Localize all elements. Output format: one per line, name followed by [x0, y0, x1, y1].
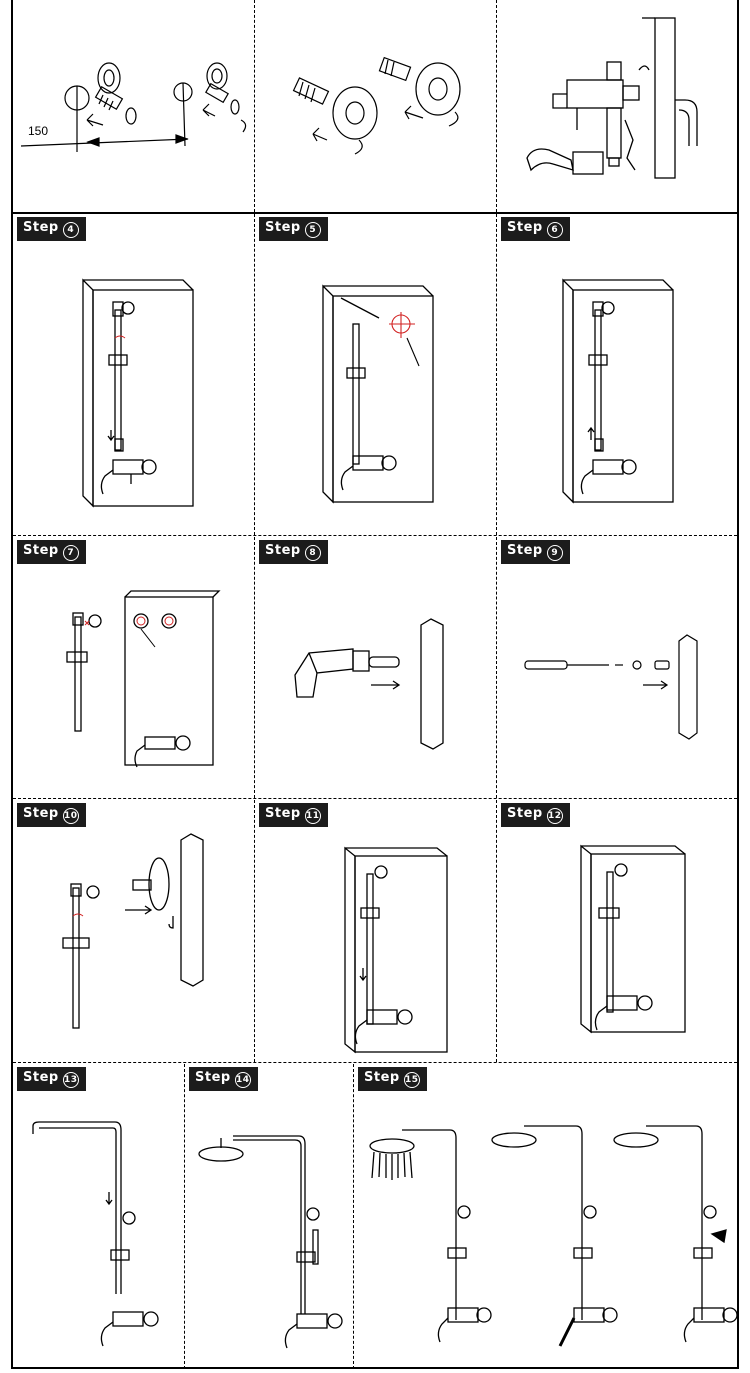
distance-label: 150 — [28, 124, 49, 138]
step-4-illustration — [82, 278, 194, 508]
step-10-illustration — [62, 833, 204, 1029]
row-divider — [13, 798, 737, 799]
step-6-illustration — [562, 278, 674, 504]
step-8-illustration — [294, 618, 444, 750]
step-11-illustration — [344, 846, 448, 1054]
panel-step-3 — [497, 0, 741, 212]
step-5-illustration — [322, 284, 434, 504]
row-divider — [13, 535, 737, 536]
panel-step-1: 150 — [13, 0, 255, 212]
instruction-sheet: 150 — [11, 0, 739, 1369]
step-13-illustration — [32, 1121, 159, 1347]
row-divider — [13, 1062, 737, 1063]
step-9-illustration — [524, 634, 698, 740]
mixer-install-illustration — [526, 17, 698, 179]
panel-step-2 — [255, 0, 497, 212]
step-14-illustration — [198, 1135, 343, 1349]
row-divider — [13, 212, 737, 214]
sealant-tape-illustration — [292, 56, 461, 155]
step-15-illustration — [369, 1125, 738, 1347]
step-7-illustration — [66, 590, 221, 768]
hole-spacing-illustration — [20, 62, 247, 152]
step-12-illustration — [580, 844, 686, 1034]
